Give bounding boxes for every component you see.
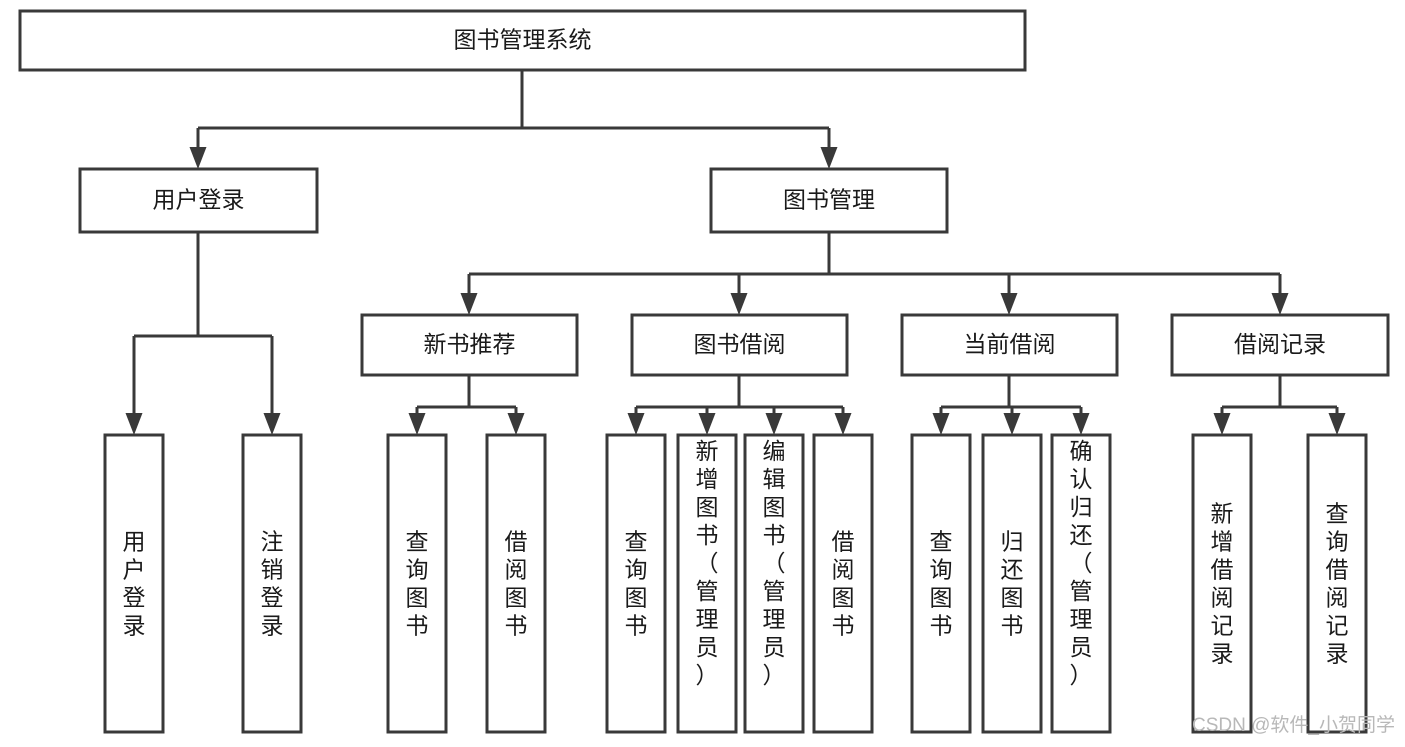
node-label: 查询图书: [930, 529, 953, 639]
arrow-head-icon: [460, 293, 478, 315]
node-new-book-recommend[interactable]: 新书推荐: [360, 313, 579, 377]
connector-current-to-leaves: [932, 375, 1090, 435]
arrow-head-icon: [820, 147, 838, 169]
arrow-head-icon: [1328, 413, 1346, 435]
node-label: 新增图书（管理员）: [696, 438, 719, 688]
node-label: 图书管理系统: [454, 27, 592, 53]
node-box[interactable]: [900, 313, 1119, 377]
node-leaf-return-book[interactable]: 归还图书: [981, 433, 1043, 734]
arrow-head-icon: [932, 413, 950, 435]
node-leaf-add-book-admin[interactable]: 新增图书（管理员）: [676, 433, 738, 734]
node-label: 借阅图书: [505, 529, 528, 639]
connectors-layer: [125, 70, 1346, 435]
node-box[interactable]: [360, 313, 579, 377]
node-label: 归还图书: [1001, 529, 1024, 639]
arrow-head-icon: [125, 413, 143, 435]
node-box[interactable]: [981, 433, 1043, 734]
connector-borrow-to-leaves: [627, 375, 852, 435]
node-label: 用户登录: [123, 529, 146, 639]
node-box[interactable]: [910, 433, 972, 734]
node-box[interactable]: [1050, 433, 1112, 734]
node-label: 用户登录: [153, 187, 245, 213]
connector-bookmgmt-to-level3: [460, 232, 1289, 315]
arrow-head-icon: [263, 413, 281, 435]
node-box[interactable]: [676, 433, 738, 734]
node-label: 查询借阅记录: [1326, 501, 1349, 667]
node-book-management[interactable]: 图书管理: [709, 167, 949, 234]
arrow-head-icon: [730, 293, 748, 315]
node-leaf-edit-book-admin[interactable]: 编辑图书（管理员）: [743, 433, 805, 734]
node-label: 新增借阅记录: [1211, 501, 1234, 667]
node-box[interactable]: [386, 433, 448, 734]
node-box[interactable]: [78, 167, 319, 234]
node-box[interactable]: [1170, 313, 1390, 377]
node-leaf-confirm-return-admin[interactable]: 确认归还（管理员）: [1050, 433, 1112, 734]
node-box[interactable]: [630, 313, 849, 377]
node-box[interactable]: [18, 9, 1027, 72]
node-box[interactable]: [1191, 433, 1253, 734]
connector-root-to-level2: [189, 70, 838, 169]
node-user-login[interactable]: 用户登录: [78, 167, 319, 234]
node-label: 查询图书: [625, 529, 648, 639]
nodes-layer: 图书管理系统用户登录图书管理新书推荐图书借阅当前借阅借阅记录用户登录注销登录查询…: [18, 9, 1390, 734]
node-label: 查询图书: [406, 529, 429, 639]
node-label: 借阅记录: [1234, 331, 1326, 357]
node-label: 借阅图书: [832, 529, 855, 639]
node-root[interactable]: 图书管理系统: [18, 9, 1027, 72]
node-label: 编辑图书（管理员）: [763, 438, 786, 688]
arrow-head-icon: [1271, 293, 1289, 315]
node-leaf-user-login[interactable]: 用户登录: [103, 433, 165, 734]
node-box[interactable]: [812, 433, 874, 734]
node-label: 图书管理: [783, 187, 875, 213]
arrow-head-icon: [1072, 413, 1090, 435]
node-box[interactable]: [709, 167, 949, 234]
node-label: 确认归还（管理员）: [1070, 438, 1093, 688]
node-leaf-query-book-borrow[interactable]: 查询图书: [605, 433, 667, 734]
node-box[interactable]: [743, 433, 805, 734]
node-box[interactable]: [241, 433, 303, 734]
node-box[interactable]: [485, 433, 547, 734]
node-label: 图书借阅: [694, 331, 786, 357]
arrow-head-icon: [627, 413, 645, 435]
connector-userlogin-to-leaves: [125, 232, 281, 435]
arrow-head-icon: [1000, 293, 1018, 315]
node-label: 注销登录: [261, 529, 284, 639]
arrow-head-icon: [834, 413, 852, 435]
node-borrow-record[interactable]: 借阅记录: [1170, 313, 1390, 377]
connector-recommend-to-leaves: [408, 375, 525, 435]
watermark-label: CSDN @软件_小贺同学: [1192, 714, 1395, 736]
arrow-head-icon: [408, 413, 426, 435]
node-leaf-query-book-recommend[interactable]: 查询图书: [386, 433, 448, 734]
node-leaf-add-borrow-record[interactable]: 新增借阅记录: [1191, 433, 1253, 734]
connector-record-to-leaves: [1213, 375, 1346, 435]
arrow-head-icon: [507, 413, 525, 435]
node-leaf-logout[interactable]: 注销登录: [241, 433, 303, 734]
node-box[interactable]: [605, 433, 667, 734]
node-leaf-borrow-book[interactable]: 借阅图书: [812, 433, 874, 734]
node-leaf-borrow-book-recommend[interactable]: 借阅图书: [485, 433, 547, 734]
node-leaf-query-book-current[interactable]: 查询图书: [910, 433, 972, 734]
arrow-head-icon: [765, 413, 783, 435]
arrow-head-icon: [189, 147, 207, 169]
node-label: 当前借阅: [964, 331, 1056, 357]
node-leaf-query-borrow-record[interactable]: 查询借阅记录: [1306, 433, 1368, 734]
node-label: 新书推荐: [424, 331, 516, 357]
node-box[interactable]: [1306, 433, 1368, 734]
arrow-head-icon: [698, 413, 716, 435]
arrow-head-icon: [1003, 413, 1021, 435]
arrow-head-icon: [1213, 413, 1231, 435]
node-current-borrow[interactable]: 当前借阅: [900, 313, 1119, 377]
node-box[interactable]: [103, 433, 165, 734]
node-book-borrow[interactable]: 图书借阅: [630, 313, 849, 377]
